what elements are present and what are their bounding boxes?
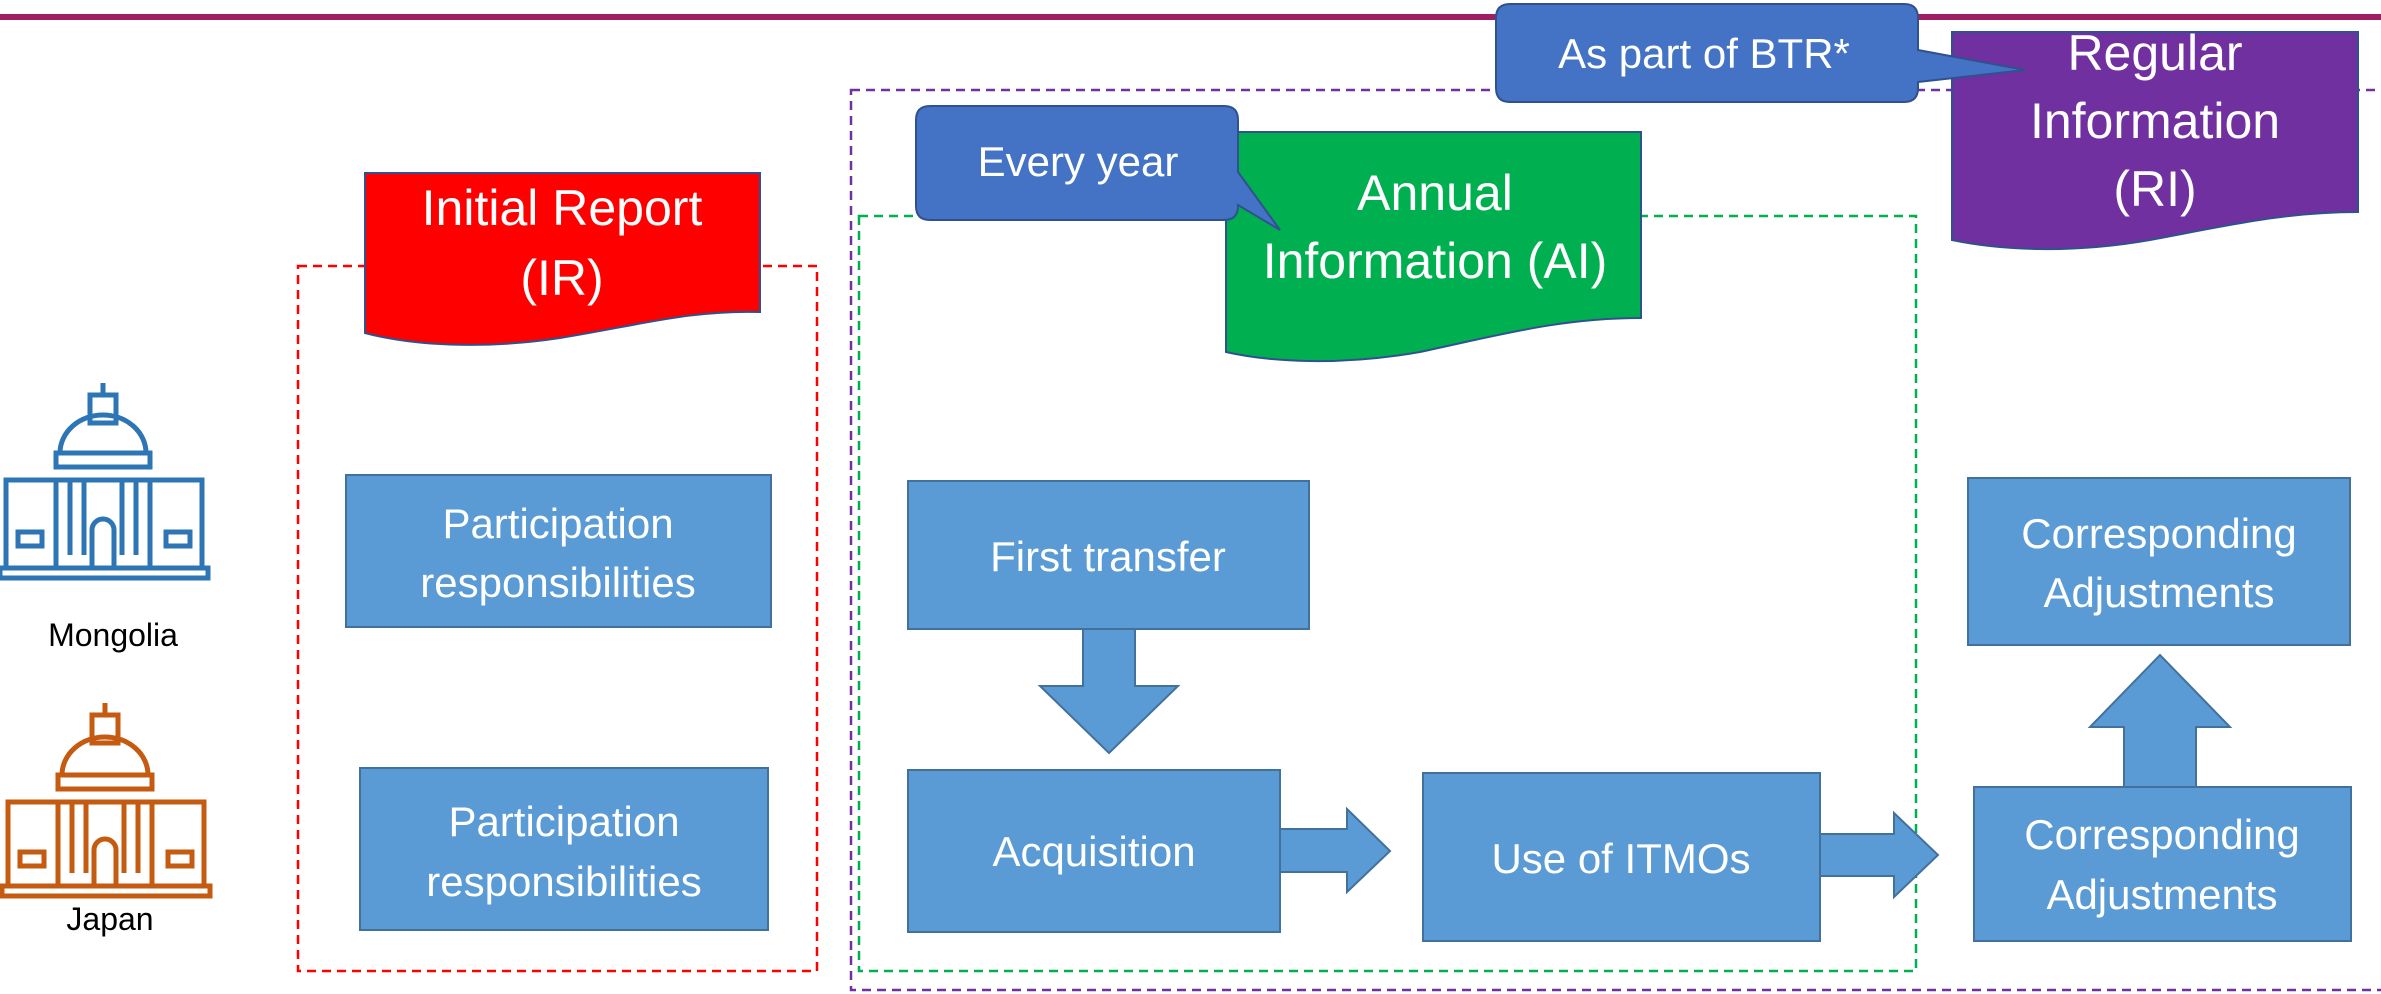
participation-box-mongolia-line1: Participation — [442, 500, 673, 547]
corresponding-adjustments-top-line2: Adjustments — [2043, 569, 2274, 616]
first-transfer-box: First transfer — [907, 480, 1310, 630]
acquisition-box: Acquisition — [907, 769, 1281, 933]
up-arrow — [2087, 653, 2233, 788]
btr-label: As part of BTR* — [1558, 30, 1850, 77]
right-arrow-acquisition-to-use — [1279, 806, 1392, 895]
annual-information-document: Annual Information (AI) — [1225, 131, 1642, 363]
annual-information-title: Annual — [1357, 165, 1513, 221]
initial-report-title: Initial Report — [422, 180, 703, 236]
participation-box-mongolia-line2: responsibilities — [420, 559, 695, 606]
japan-label: Japan — [66, 901, 153, 937]
regular-information-line1: Regular — [2067, 25, 2242, 81]
down-arrow — [1037, 628, 1181, 755]
mongolia-label: Mongolia — [48, 617, 178, 653]
corresponding-adjustments-top-line1: Corresponding — [2021, 510, 2297, 557]
corresponding-adjustments-bottom-line1: Corresponding — [2024, 811, 2300, 858]
regular-information-line2: Information — [2030, 93, 2280, 149]
corresponding-adjustments-bottom-line2: Adjustments — [2046, 871, 2277, 918]
initial-report-abbr: (IR) — [520, 250, 603, 306]
corresponding-adjustments-top-box: Corresponding Adjustments — [1967, 477, 2351, 646]
acquisition-label: Acquisition — [992, 828, 1195, 875]
participation-box-japan-line1: Participation — [448, 798, 679, 845]
use-of-itmos-box: Use of ITMOs — [1422, 772, 1821, 942]
right-arrow-use-to-adjustments — [1819, 810, 1940, 900]
participation-box-japan: Participation responsibilities — [359, 767, 769, 931]
regular-information-document: Regular Information (RI) — [1951, 25, 2359, 251]
every-year-label: Every year — [978, 138, 1179, 185]
annual-information-subtitle: Information (AI) — [1263, 233, 1608, 289]
initial-report-document: Initial Report (IR) — [364, 172, 761, 346]
corresponding-adjustments-bottom-box: Corresponding Adjustments — [1973, 786, 2352, 942]
first-transfer-label: First transfer — [990, 533, 1226, 580]
top-rule — [0, 14, 2381, 20]
participation-box-mongolia: Participation responsibilities — [345, 474, 772, 628]
japan-capitol-icon — [0, 703, 213, 899]
participation-box-japan-line2: responsibilities — [426, 858, 701, 905]
every-year-callout: Every year — [915, 105, 1281, 231]
use-of-itmos-label: Use of ITMOs — [1491, 835, 1750, 882]
mongolia-capitol-icon — [0, 383, 211, 581]
btr-callout: As part of BTR* — [1495, 3, 2026, 103]
regular-information-line3: (RI) — [2113, 161, 2196, 217]
